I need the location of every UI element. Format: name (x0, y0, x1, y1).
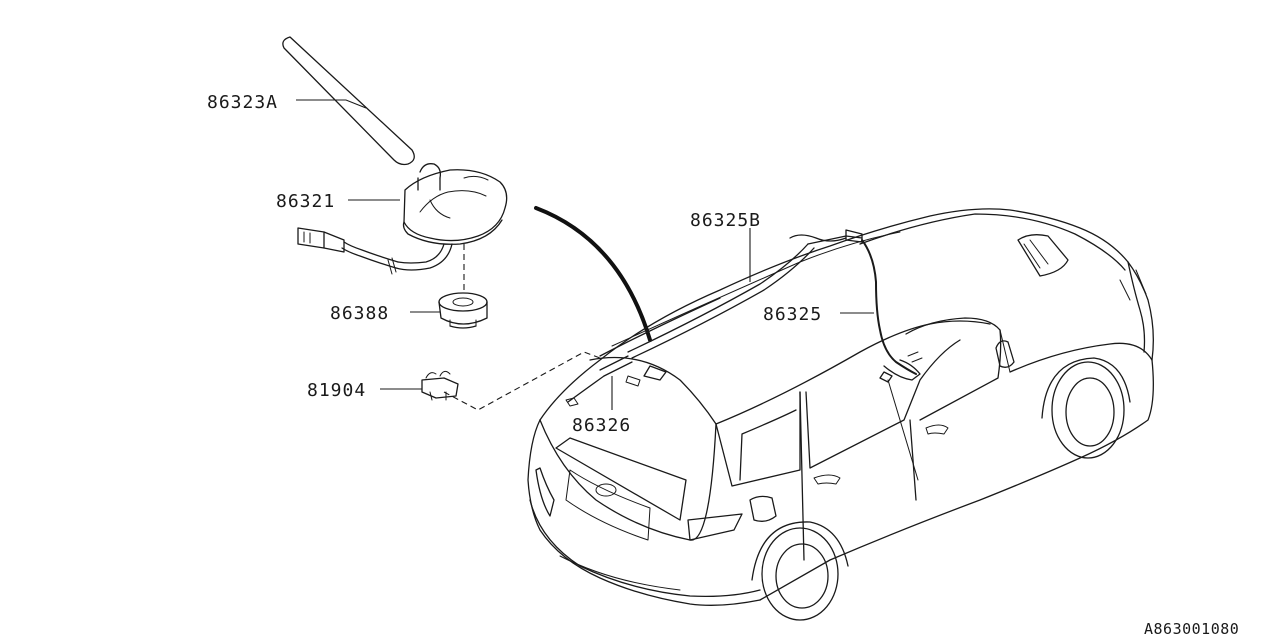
vehicle-body (527, 208, 1154, 621)
label-feeder-cord: 86325 (763, 304, 822, 325)
label-antenna-base: 86321 (276, 191, 335, 212)
leader-lines (296, 99, 874, 410)
pad-illustration[interactable] (438, 292, 488, 329)
diagram-reference: A863001080 (1144, 620, 1239, 638)
feeder-cord-b-illustration[interactable] (565, 229, 863, 407)
label-feeder-cord-rear: 86326 (572, 415, 631, 436)
label-antenna-rod: 86323A (207, 92, 278, 113)
label-feeder-cord-b: 86325B (690, 210, 761, 231)
route-arrow-line (534, 206, 652, 342)
antenna-base-illustration[interactable] (297, 163, 508, 275)
antenna-rod-illustration[interactable] (282, 36, 415, 166)
clip-illustration[interactable] (421, 370, 459, 401)
label-pad: 86388 (330, 303, 389, 324)
feeder-cord-illustration[interactable] (861, 239, 923, 481)
label-clip: 81904 (307, 380, 366, 401)
